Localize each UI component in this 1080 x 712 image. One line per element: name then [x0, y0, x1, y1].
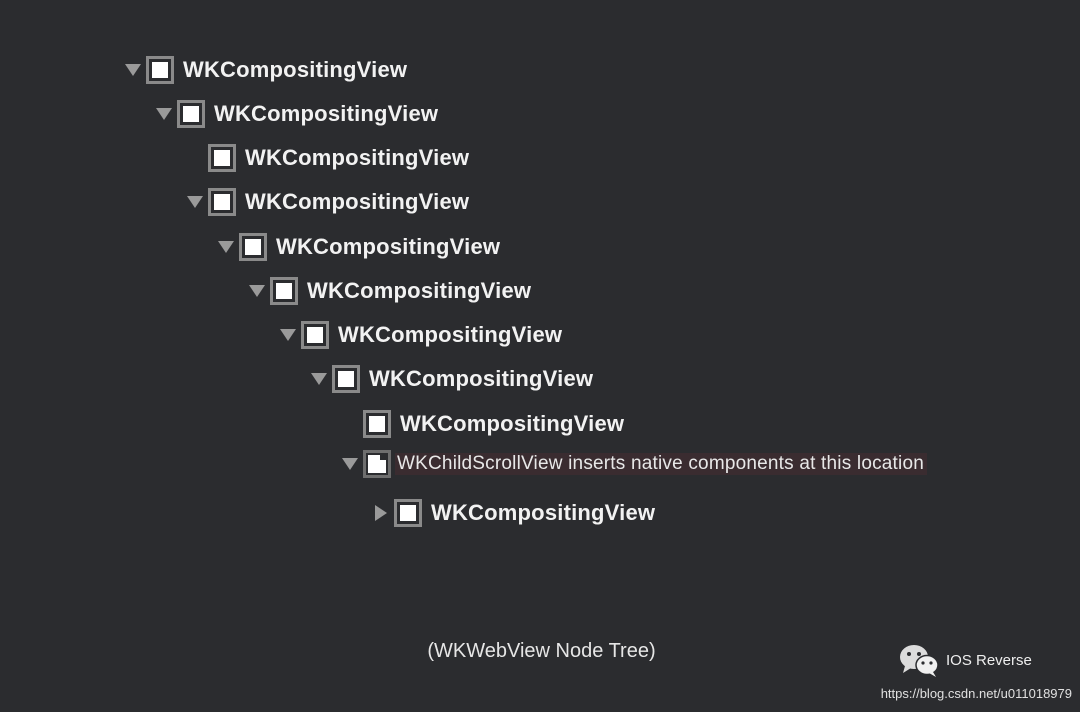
tree-node-label: WKCompositingView	[276, 234, 501, 259]
child-scroll-view-note: WKChildScrollView inserts native compone…	[395, 453, 927, 475]
tree-node[interactable]: WKCompositingView	[182, 182, 469, 222]
tree-node-label: WKCompositingView	[307, 278, 532, 303]
view-node-icon	[301, 321, 329, 349]
wechat-watermark: IOS Reverse	[898, 640, 1032, 680]
disclosure-spacer	[182, 138, 208, 178]
tree-node-label: WKCompositingView	[214, 101, 439, 126]
tree-node-child-scroll-view[interactable]: WKChildScrollView inserts native compone…	[337, 444, 927, 484]
tree-node-label: WKCompositingView	[400, 411, 625, 436]
tree-node-label: WKCompositingView	[338, 322, 563, 347]
tree-node[interactable]: WKCompositingView	[213, 227, 500, 267]
view-node-icon	[239, 233, 267, 261]
tree-node-label: WKCompositingView	[431, 500, 656, 525]
view-node-icon	[208, 144, 236, 172]
view-node-icon	[363, 410, 391, 438]
disclosure-triangle-expanded-icon[interactable]	[182, 182, 208, 222]
disclosure-triangle-expanded-icon[interactable]	[275, 315, 301, 355]
tree-node[interactable]: WKCompositingView	[368, 493, 655, 533]
disclosure-triangle-expanded-icon[interactable]	[306, 359, 332, 399]
view-node-icon	[177, 100, 205, 128]
disclosure-triangle-expanded-icon[interactable]	[337, 444, 363, 484]
view-node-icon	[270, 277, 298, 305]
tree-node-label: WKCompositingView	[245, 145, 470, 170]
tree-node-label: WKCompositingView	[369, 366, 594, 391]
view-node-icon	[394, 499, 422, 527]
view-node-icon	[146, 56, 174, 84]
disclosure-triangle-collapsed-icon[interactable]	[368, 493, 394, 533]
figure-caption: (WKWebView Node Tree)	[427, 640, 656, 662]
tree-node-label: WKCompositingView	[183, 57, 408, 82]
tree-node[interactable]: WKCompositingView	[120, 50, 407, 90]
tree-node[interactable]: WKCompositingView	[244, 271, 531, 311]
view-node-icon	[363, 450, 391, 478]
disclosure-spacer	[337, 404, 363, 444]
disclosure-triangle-expanded-icon[interactable]	[151, 94, 177, 134]
tree-node[interactable]: WKCompositingView	[306, 359, 593, 399]
source-url: https://blog.csdn.net/u011018979	[880, 686, 1072, 701]
wechat-icon	[900, 645, 939, 677]
disclosure-triangle-expanded-icon[interactable]	[244, 271, 270, 311]
tree-node[interactable]: WKCompositingView	[275, 315, 562, 355]
tree-node[interactable]: WKCompositingView	[151, 94, 438, 134]
tree-node[interactable]: WKCompositingView	[337, 404, 624, 444]
tree-node[interactable]: WKCompositingView	[182, 138, 469, 178]
watermark-label: IOS Reverse	[946, 651, 1032, 669]
view-node-icon	[208, 188, 236, 216]
view-node-icon	[332, 365, 360, 393]
disclosure-triangle-expanded-icon[interactable]	[213, 227, 239, 267]
disclosure-triangle-expanded-icon[interactable]	[120, 50, 146, 90]
tree-node-label: WKCompositingView	[245, 189, 470, 214]
